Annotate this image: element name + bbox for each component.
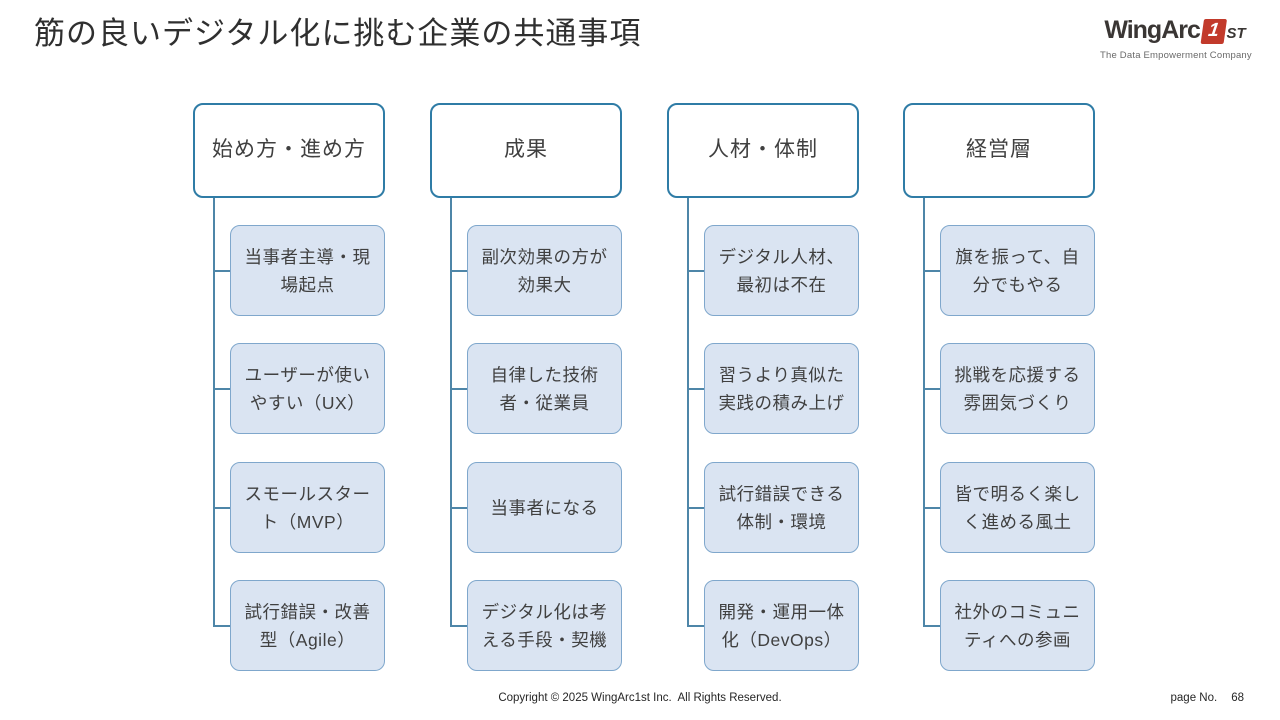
item-box: 当事者になる <box>467 462 622 553</box>
item-label: 当事者になる <box>490 497 599 518</box>
connector-stub <box>923 388 941 390</box>
logo-st-text: ST <box>1226 25 1246 42</box>
connector-vline <box>213 198 215 626</box>
column-management: 経営層 旗を振って、自分でもやる 挑戦を応援する雰囲気づくり 皆で明るく楽しく進… <box>903 103 1095 673</box>
item-box: デジタル人材、最初は不在 <box>704 225 859 316</box>
wingarc-logo-wordmark: WingArc 1 ST <box>1100 16 1250 46</box>
header-label: 始め方・進め方 <box>212 138 366 162</box>
header-box-talent-structure: 人材・体制 <box>667 103 859 198</box>
header-label: 人材・体制 <box>708 138 818 162</box>
connector-stub <box>450 507 468 509</box>
slide-title: 筋の良いデジタル化に挑む企業の共通事項 <box>34 16 642 51</box>
item-label: 皆で明るく楽しく進める風土 <box>954 483 1081 532</box>
item-label: 当事者主導・現場起点 <box>244 246 371 295</box>
header-box-management: 経営層 <box>903 103 1095 198</box>
connector-stub <box>213 625 231 627</box>
connector-stub <box>687 270 705 272</box>
connector-stub <box>450 625 468 627</box>
item-box: 挑戦を応援する雰囲気づくり <box>940 343 1095 434</box>
item-box: デジタル化は考える手段・契機 <box>467 580 622 671</box>
column-results: 成果 副次効果の方が効果大 自律した技術者・従業員 当事者になる デジタル化は考… <box>430 103 622 673</box>
page-number: 68 <box>1231 692 1244 704</box>
item-box: 試行錯誤・改善型（Agile） <box>230 580 385 671</box>
item-label: 副次効果の方が効果大 <box>481 246 608 295</box>
connector-stub <box>687 507 705 509</box>
item-label: 挑戦を応援する雰囲気づくり <box>954 364 1081 413</box>
logo-brand-text: WingArc <box>1104 16 1201 44</box>
item-label: ユーザーが使いやすい（UX） <box>244 364 371 413</box>
connector-stub <box>450 270 468 272</box>
item-label: 試行錯誤できる体制・環境 <box>718 483 845 532</box>
item-label: 自律した技術者・従業員 <box>490 364 599 413</box>
page-label: page No. <box>1170 692 1218 704</box>
connector-stub <box>687 388 705 390</box>
header-box-results: 成果 <box>430 103 622 198</box>
column-talent-structure: 人材・体制 デジタル人材、最初は不在 習うより真似た実践の積み上げ 試行錯誤でき… <box>667 103 859 673</box>
item-label: デジタル化は考える手段・契機 <box>481 601 608 650</box>
item-label: スモールスタート（MVP） <box>244 483 371 532</box>
column-start-approach: 始め方・進め方 当事者主導・現場起点 ユーザーが使いやすい（UX） スモールスタ… <box>193 103 385 673</box>
item-box: スモールスタート（MVP） <box>230 462 385 553</box>
connector-stub <box>923 270 941 272</box>
item-box: 開発・運用一体化（DevOps） <box>704 580 859 671</box>
header-box-start-approach: 始め方・進め方 <box>193 103 385 198</box>
connector-stub <box>213 507 231 509</box>
header-label: 成果 <box>504 138 548 162</box>
logo-tagline: The Data Empowerment Company <box>1100 50 1252 61</box>
item-label: デジタル人材、最初は不在 <box>718 246 845 295</box>
item-label: 試行錯誤・改善型（Agile） <box>244 601 371 650</box>
item-box: 自律した技術者・従業員 <box>467 343 622 434</box>
item-box: 習うより真似た実践の積み上げ <box>704 343 859 434</box>
item-box: 当事者主導・現場起点 <box>230 225 385 316</box>
connector-vline <box>687 198 689 626</box>
item-label: 社外のコミュニティへの参画 <box>954 601 1081 650</box>
item-box: 副次効果の方が効果大 <box>467 225 622 316</box>
connector-stub <box>450 388 468 390</box>
wingarc-logo: WingArc 1 ST The Data Empowerment Compan… <box>1100 16 1252 61</box>
connector-stub <box>213 270 231 272</box>
connector-stub <box>213 388 231 390</box>
item-label: 開発・運用一体化（DevOps） <box>718 601 845 650</box>
item-box: 皆で明るく楽しく進める風土 <box>940 462 1095 553</box>
footer-copyright: Copyright © 2025 WingArc1st Inc. All Rig… <box>498 692 782 704</box>
connector-stub <box>687 625 705 627</box>
header-label: 経営層 <box>966 138 1032 162</box>
connector-stub <box>923 625 941 627</box>
item-label: 習うより真似た実践の積み上げ <box>718 364 845 413</box>
item-box: ユーザーが使いやすい（UX） <box>230 343 385 434</box>
item-label: 旗を振って、自分でもやる <box>955 246 1080 295</box>
connector-vline <box>923 198 925 626</box>
footer-page-number: page No. 68 <box>1171 692 1244 704</box>
logo-one-badge-icon: 1 <box>1200 19 1227 44</box>
item-box: 社外のコミュニティへの参画 <box>940 580 1095 671</box>
item-box: 試行錯誤できる体制・環境 <box>704 462 859 553</box>
item-box: 旗を振って、自分でもやる <box>940 225 1095 316</box>
connector-stub <box>923 507 941 509</box>
connector-vline <box>450 198 452 626</box>
